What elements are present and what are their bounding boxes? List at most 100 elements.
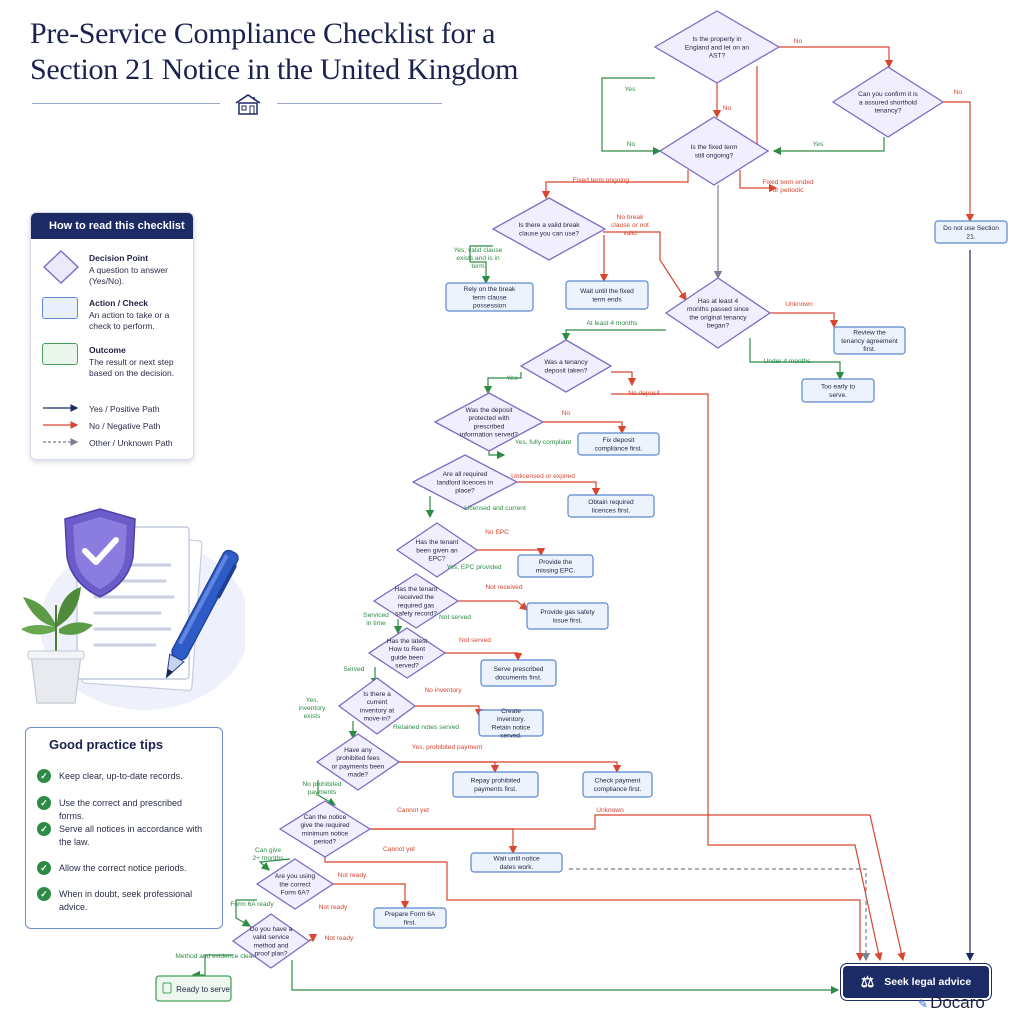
outcome-label: Ready to serve [176, 985, 230, 994]
flow-connector [308, 933, 318, 943]
action-a_inventory [478, 709, 544, 737]
edge-label: Yes [625, 86, 636, 93]
outcome-ready-to-serve [155, 975, 232, 1002]
pen-icon: ✎ [918, 997, 929, 1011]
flow-connector [458, 600, 528, 611]
edge-label: Not served [439, 614, 471, 621]
action-a_fix_deposit [577, 432, 660, 456]
edge-label: No [723, 105, 732, 112]
flow-connector [601, 77, 662, 156]
action-a_break [445, 282, 534, 312]
flow-connector [333, 883, 410, 910]
flow-connector [569, 868, 871, 962]
flow-connector [561, 329, 666, 342]
edge-label: No deposit [628, 390, 660, 397]
flow-connector [415, 705, 484, 718]
flow-connector [749, 338, 845, 381]
tips-title: Good practice tips [49, 737, 164, 752]
edge-label: No inventory [424, 687, 462, 694]
action-a_repay [452, 771, 539, 798]
flow-connector [517, 481, 601, 497]
flow-connector [779, 46, 894, 69]
action-a_epc [517, 554, 594, 578]
edge-label: Yes, fully compliant [515, 439, 571, 446]
scales-icon: ⚖ [860, 974, 875, 991]
check-icon: ✓ [37, 861, 51, 875]
flow-connector [772, 137, 885, 156]
check-icon: ✓ [37, 822, 51, 836]
flow-connector [258, 858, 291, 871]
edge-label: Fixed term ongoing [573, 177, 630, 184]
flow-connector [235, 899, 257, 927]
flow-connector [370, 814, 906, 962]
flow-connector [739, 170, 778, 193]
legend-line-yes: Yes / Positive Path [89, 404, 160, 414]
compliance-illustration [21, 508, 245, 710]
decision-d_epc [395, 522, 479, 578]
page-title: Pre-Service Compliance Checklist for a S… [30, 17, 519, 86]
action-a_gas [526, 602, 609, 630]
action-a_wait_dates [470, 852, 563, 873]
flow-connector [324, 857, 865, 962]
flow-connector [477, 547, 546, 557]
edge-label: Yes, EPC provided [446, 564, 501, 571]
flow-connector [399, 761, 500, 774]
flow-connector [469, 245, 493, 285]
tip-item: ✓When in doubt, seek professional advice… [37, 887, 209, 914]
edge-label: At least 4 months [587, 320, 639, 327]
flow-connector [488, 450, 506, 460]
edge-label: Cannot yet [397, 807, 429, 814]
flow-connector [483, 372, 522, 395]
edge-label: Yes [507, 375, 518, 382]
action-a_wait [565, 280, 649, 310]
title-rule-left [32, 103, 220, 104]
outcome-swatch [42, 343, 78, 365]
edge-label: Licensed and current [464, 505, 526, 512]
edge-label: Yes [813, 141, 824, 148]
tip-item: ✓Use the correct and prescribed forms. [37, 796, 209, 823]
brand-logo: ✎Docaro [918, 993, 985, 1012]
edge-label: Under 4 months [764, 358, 812, 365]
action-a_early [801, 378, 875, 403]
action-a_licences [567, 494, 655, 518]
action-a_form6a [373, 907, 447, 929]
flow-connector [541, 170, 689, 200]
edge-label: Yes, prohibited payment [412, 744, 483, 751]
decision-d_prohibited [315, 733, 401, 791]
action-a_howto [480, 659, 557, 687]
tip-item: ✓Keep clear, up-to-date records. [37, 769, 209, 783]
edge-label: No [562, 410, 571, 417]
edge-label: No [954, 89, 963, 96]
document-icon [162, 982, 172, 994]
flow-connector [191, 954, 233, 980]
edge-label: Not received [485, 584, 522, 591]
edge-label: Form 6A ready [230, 901, 274, 908]
